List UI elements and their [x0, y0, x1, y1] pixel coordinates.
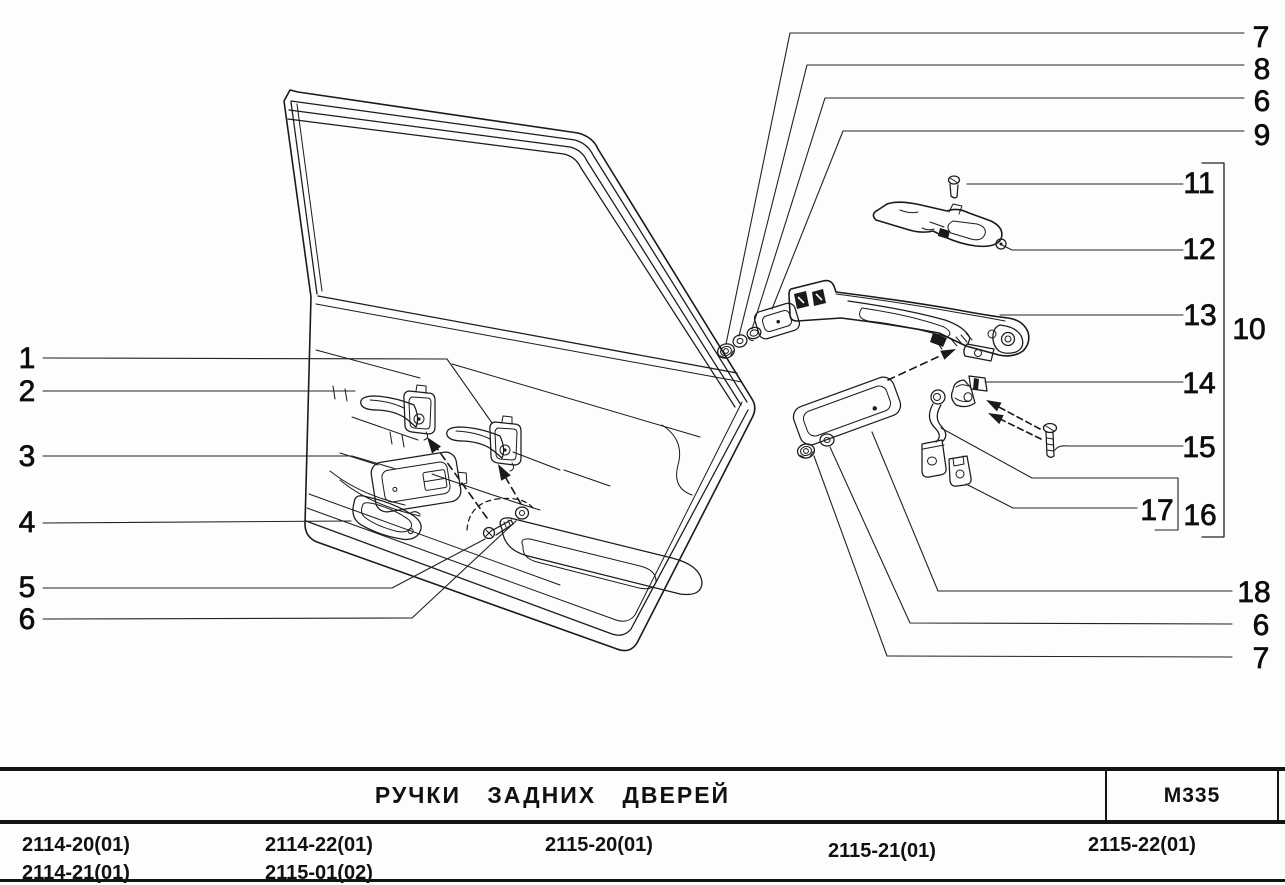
callout-13: 13: [1183, 299, 1216, 332]
panel-crease: [339, 452, 379, 466]
leader-lines: [42, 32, 1245, 658]
callout-10: 10: [1232, 313, 1265, 346]
panel-crease: [451, 363, 701, 438]
window-frame-line: [288, 109, 742, 406]
assembly-arrow: [986, 400, 1041, 430]
window-frame-line: [290, 100, 748, 403]
model-code: 2114-20(01): [22, 834, 130, 856]
rod-clip: [948, 455, 972, 487]
exterior-door-handle: [788, 279, 1030, 362]
callout-5: 5: [19, 571, 36, 604]
sheet-title: РУЧКИ ЗАДНИХ ДВЕРЕЙ: [374, 782, 731, 808]
callout-18: 18: [1237, 576, 1270, 609]
belt-line: [317, 295, 738, 374]
model-code: 2114-22(01): [265, 834, 373, 856]
model-column: 2114-20(01) 2114-21(01): [22, 831, 130, 885]
callout-15: 15: [1182, 431, 1215, 464]
rear-door-drawing: [283, 89, 756, 652]
model-code: 2115-22(01): [1088, 834, 1196, 856]
handle-screw: [482, 519, 514, 540]
lock-lever: [872, 201, 1007, 250]
lever-screw: [947, 175, 961, 199]
armrest-inner: [521, 538, 657, 590]
handle-gasket: [792, 376, 902, 446]
callout-12: 12: [1182, 233, 1215, 266]
callout-16: 16: [1183, 499, 1216, 532]
panel-crease: [351, 416, 419, 441]
callout-11: 11: [1183, 167, 1214, 200]
spacer-bushing: [746, 326, 762, 342]
rotation-arc: [466, 497, 534, 531]
assembly-arrow: [427, 437, 488, 519]
callout-1: 1: [19, 342, 36, 375]
model-code: 2115-20(01): [545, 834, 653, 856]
parts-diagram-svg: 1 2 3 4 5 6 7 8 6 9 11 12 13 10 14 15 17…: [18, 21, 1271, 676]
panel-tick: [332, 385, 348, 402]
latch-piece: [950, 375, 988, 408]
door-outline: [283, 89, 756, 652]
armrest-outline: [499, 517, 703, 596]
sheet-code: М335: [1163, 783, 1221, 807]
callout-4: 4: [19, 506, 36, 539]
inner-door-handle-exploded: [446, 415, 522, 472]
sill-molding: [308, 493, 561, 586]
lock-link-rod: [921, 389, 947, 478]
pocket-curve: [329, 470, 406, 506]
handle-washer: [514, 506, 530, 520]
door-pull-cup: [352, 495, 422, 541]
assembly-arrow: [887, 349, 956, 381]
assembly-arrow: [988, 413, 1042, 440]
handle-bezel: [370, 451, 468, 513]
model-column: 2115-20(01): [545, 831, 653, 859]
panel-tick: [389, 431, 405, 448]
front-frame-line: [296, 103, 323, 292]
model-column: 2114-22(01) 2115-01(02): [265, 831, 373, 885]
title-band: РУЧКИ ЗАДНИХ ДВЕРЕЙ М335: [0, 767, 1285, 824]
callout-7b: 7: [1253, 642, 1270, 675]
model-code: 2115-01(02): [265, 862, 373, 884]
page-bottom-rule: [0, 879, 1285, 882]
callout-6c: 6: [1253, 609, 1270, 642]
callout-9: 9: [1254, 119, 1271, 152]
panel-crease: [563, 469, 611, 487]
spring-washer: [730, 332, 750, 350]
front-frame-line: [290, 101, 318, 295]
callout-8: 8: [1254, 53, 1271, 86]
model-column: 2115-22(01): [1088, 831, 1196, 859]
window-frame-inner-edge: [287, 118, 736, 408]
panel-crease: [315, 349, 421, 379]
callout-14: 14: [1182, 367, 1215, 400]
title-cell: РУЧКИ ЗАДНИХ ДВЕРЕЙ: [0, 771, 1107, 820]
code-cell: М335: [1107, 771, 1279, 820]
panel-squiggle: [661, 424, 693, 496]
belt-line-inner: [315, 303, 743, 383]
latch-screw: [1042, 422, 1058, 458]
callout-6: 6: [19, 603, 36, 636]
callout-17: 17: [1140, 494, 1173, 527]
inner-door-handle-installed: [360, 384, 436, 441]
callout-3: 3: [19, 440, 36, 473]
model-code: 2114-21(01): [22, 862, 130, 884]
sill-molding: [305, 409, 749, 636]
sill-molding: [306, 401, 743, 622]
group-bracket-10: [1201, 162, 1225, 538]
callout-6b: 6: [1254, 85, 1271, 118]
callout-7: 7: [1253, 21, 1270, 54]
model-column: 2115-21(01): [828, 837, 936, 865]
callout-labels: 1 2 3 4 5 6 7 8 6 9 11 12 13 10 14 15 17…: [18, 21, 1271, 676]
assembly-arrow: [498, 464, 522, 505]
model-code: 2115-21(01): [828, 840, 936, 862]
callout-2: 2: [19, 375, 36, 408]
